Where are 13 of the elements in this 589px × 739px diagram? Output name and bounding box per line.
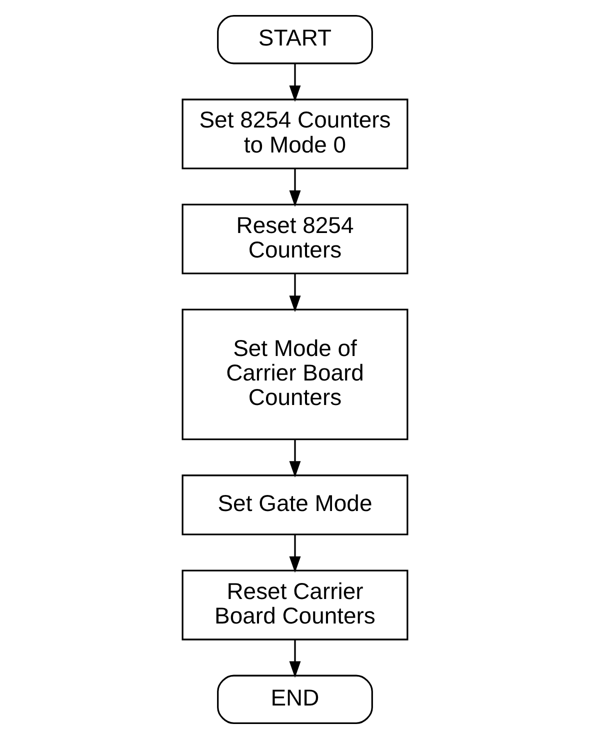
node-box: Reset 8254 Counters bbox=[181, 204, 408, 274]
arrow bbox=[288, 274, 300, 312]
node-box: START bbox=[216, 14, 372, 64]
node-box: Set Gate Mode bbox=[181, 474, 408, 536]
arrow bbox=[288, 168, 300, 207]
arrow bbox=[288, 440, 300, 478]
node-box: Reset Carrier Board Counters bbox=[181, 570, 408, 640]
arrow bbox=[288, 640, 300, 678]
node-box: Set 8254 Counters to Mode 0 bbox=[181, 98, 408, 170]
node-box: Set Mode of Carrier Board Counters bbox=[181, 308, 408, 440]
arrow bbox=[288, 64, 300, 102]
arrow bbox=[288, 534, 300, 573]
node-box: END bbox=[216, 674, 372, 724]
